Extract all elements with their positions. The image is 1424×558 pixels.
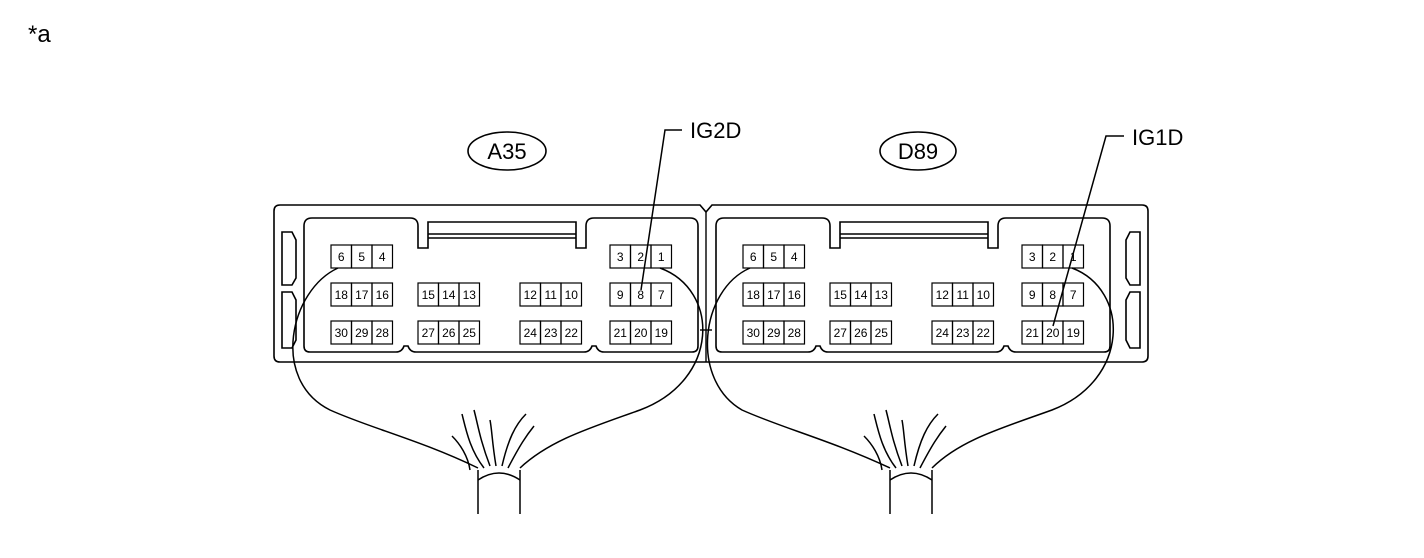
pin-cell [371, 244, 394, 269]
pin-cell [371, 320, 394, 345]
pin-cell [650, 282, 673, 307]
pin-number: 2 [1049, 250, 1056, 264]
pin-number: 1 [1070, 250, 1077, 264]
pin-number: 18 [747, 288, 761, 302]
pin-number: 26 [854, 326, 868, 340]
pin-number: 16 [376, 288, 390, 302]
pin-number: 22 [977, 326, 991, 340]
pin-cell [458, 320, 481, 345]
pin-number: 27 [834, 326, 848, 340]
pin-cell [650, 320, 673, 345]
pin-number: 25 [875, 326, 889, 340]
pin-number: 19 [655, 326, 669, 340]
pin-number: 10 [565, 288, 579, 302]
pin-number: 25 [463, 326, 477, 340]
pin-number: 19 [1067, 326, 1081, 340]
callout-ig1d: IG1D [1052, 125, 1183, 327]
pin-cell [972, 282, 995, 307]
pin-number: 23 [544, 326, 558, 340]
pin-cell [1062, 320, 1085, 345]
pin-number: 1 [658, 250, 665, 264]
pin-cell [783, 320, 806, 345]
figure-tag: *a [28, 21, 51, 48]
pin-number: 14 [442, 288, 456, 302]
connector-label-d89: D89 [879, 131, 957, 171]
pin-number: 3 [617, 250, 624, 264]
center-joint [700, 212, 712, 362]
pin-number: 4 [791, 250, 798, 264]
pin-number: 24 [524, 326, 538, 340]
pin-cell [870, 282, 893, 307]
pin-cell [560, 320, 583, 345]
pin-number: 5 [358, 250, 365, 264]
pin-number: 9 [1029, 288, 1036, 302]
pin-number: 22 [565, 326, 579, 340]
pin-number: 20 [1046, 326, 1060, 340]
pin-number: 4 [379, 250, 386, 264]
pin-cell [1062, 282, 1085, 307]
pin-number: 21 [614, 326, 628, 340]
pin-number: 23 [956, 326, 970, 340]
pin-number: 7 [658, 288, 665, 302]
pin-number: 11 [545, 288, 558, 302]
pin-number: 7 [1070, 288, 1077, 302]
pin-number: 21 [1026, 326, 1040, 340]
pin-cell [783, 244, 806, 269]
wire-harness-a35 [292, 267, 704, 514]
pin-cell [972, 320, 995, 345]
callout-ig2d: IG2D [640, 118, 741, 291]
connector-a35-body [303, 217, 699, 353]
pin-number: 14 [854, 288, 868, 302]
wire-harness-d89 [706, 267, 1114, 514]
pin-number: 17 [355, 288, 369, 302]
pin-number: 17 [767, 288, 781, 302]
pin-number: 13 [875, 288, 889, 302]
pin-number: 12 [936, 288, 950, 302]
pin-number: 30 [335, 326, 349, 340]
pin-number: 12 [524, 288, 538, 302]
pin-number: 3 [1029, 250, 1036, 264]
pin-number: 24 [936, 326, 950, 340]
connector-label-a35: A35 [467, 131, 547, 171]
pin-number: 18 [335, 288, 349, 302]
svg-text:A35: A35 [487, 139, 526, 164]
pin-number: 5 [770, 250, 777, 264]
pin-cell [870, 320, 893, 345]
pin-number: 11 [957, 288, 970, 302]
pin-cell [458, 282, 481, 307]
pin-number: 27 [422, 326, 436, 340]
pin-number: 13 [463, 288, 477, 302]
pin-cell [783, 282, 806, 307]
connector-housing [273, 204, 1149, 363]
pin-number: 8 [637, 288, 644, 302]
pin-number: 26 [442, 326, 456, 340]
svg-text:D89: D89 [898, 139, 938, 164]
svg-text:IG1D: IG1D [1132, 125, 1183, 150]
pin-number: 28 [376, 326, 390, 340]
pin-number: 8 [1049, 288, 1056, 302]
pin-number: 15 [422, 288, 436, 302]
pin-number: 29 [355, 326, 369, 340]
pin-number: 6 [750, 250, 757, 264]
pin-number: 15 [834, 288, 848, 302]
pin-number: 10 [977, 288, 991, 302]
pin-cell [371, 282, 394, 307]
pin-number: 20 [634, 326, 648, 340]
pin-number: 30 [747, 326, 761, 340]
pin-number: 9 [617, 288, 624, 302]
pin-number: 6 [338, 250, 345, 264]
pin-number: 2 [637, 250, 644, 264]
pin-number: 29 [767, 326, 781, 340]
pin-number: 28 [788, 326, 802, 340]
pin-cell [560, 282, 583, 307]
connector-d89-body [715, 217, 1111, 353]
svg-text:IG2D: IG2D [690, 118, 741, 143]
pin-number: 16 [788, 288, 802, 302]
